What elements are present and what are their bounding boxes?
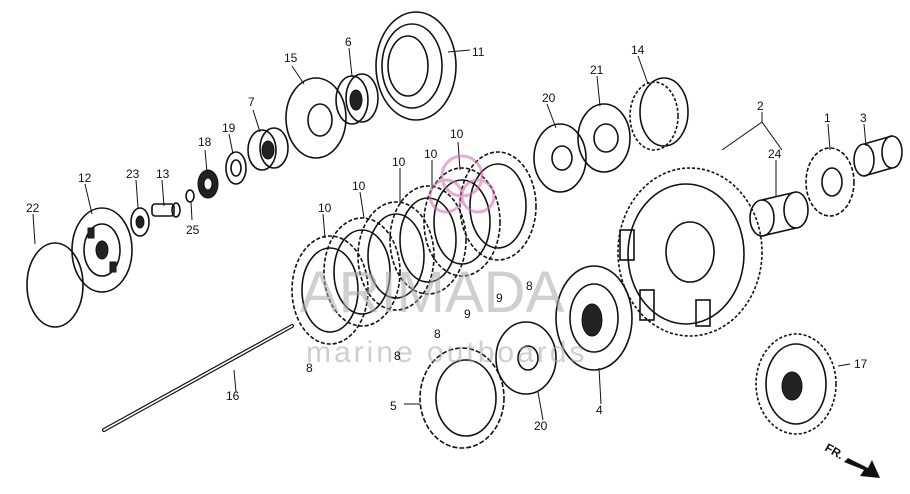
part-16-push-rod [102, 324, 294, 432]
part-20-washer-upper [533, 123, 587, 193]
callout-20-a: 20 [542, 91, 556, 105]
part-19-washer [225, 151, 247, 185]
callout-8-b: 8 [394, 349, 401, 363]
callout-22: 22 [26, 201, 40, 215]
callout-3: 3 [860, 111, 867, 125]
part-20-washer-lower [495, 321, 557, 395]
callout-16: 16 [226, 389, 240, 403]
part-15-thrust-washer [285, 77, 347, 159]
part-18-lock-nut [197, 169, 219, 199]
watermark-brand: ARIMADA [300, 260, 565, 325]
callout-8-c: 8 [434, 327, 441, 341]
part-21-washer [577, 103, 631, 173]
callout-24: 24 [768, 147, 782, 161]
part-7-bush [247, 127, 289, 171]
callout-10-e: 10 [450, 127, 464, 141]
callout-1: 1 [824, 111, 831, 125]
callout-15: 15 [284, 51, 298, 65]
part-5-clutch-center [419, 347, 505, 449]
callout-10-c: 10 [392, 155, 406, 169]
part-24-needle-bearing [749, 191, 809, 237]
callout-7: 7 [248, 95, 255, 109]
callout-21: 21 [590, 63, 604, 77]
callout-14: 14 [631, 43, 645, 57]
callout-9-b: 9 [496, 291, 503, 305]
callout-10-b: 10 [352, 179, 366, 193]
callout-18: 18 [198, 135, 212, 149]
callout-23: 23 [126, 167, 140, 181]
part-17-gear [755, 333, 837, 435]
watermark-tagline: marine outboards [306, 336, 587, 369]
callout-10-a: 10 [318, 201, 332, 215]
front-label: FR. [823, 440, 847, 462]
callout-11: 11 [472, 45, 485, 59]
part-11-housing [375, 11, 457, 121]
callout-8-a: 8 [306, 361, 313, 375]
clutch-plate-stack [291, 151, 537, 345]
watermark: ARIMADA marine outboards [300, 154, 587, 369]
callout-10-d: 10 [424, 147, 438, 161]
part-2-clutch-outer [617, 167, 763, 337]
callout-4: 4 [596, 403, 603, 417]
callout-12: 12 [78, 171, 92, 185]
callout-17: 17 [854, 357, 868, 371]
callout-5: 5 [390, 399, 397, 413]
callout-numbers: 22 12 23 13 25 18 19 7 15 6 11 10 10 10 … [26, 35, 868, 433]
leader-lines [32, 47, 867, 421]
part-4-clutch-center [555, 265, 633, 371]
part-14-needle-bearing [629, 77, 689, 151]
callout-13: 13 [156, 167, 170, 181]
callout-2: 2 [757, 99, 764, 113]
callout-6: 6 [345, 35, 352, 49]
part-3-collar [853, 135, 903, 177]
callout-20-b: 20 [534, 419, 548, 433]
front-direction-arrow: FR. [823, 440, 880, 478]
part-12-pressure-plate [71, 207, 133, 293]
part-25-ring [185, 189, 195, 203]
part-13-lifter-piece [151, 202, 181, 218]
part-23-bearing [130, 207, 150, 237]
part-22-circlip [26, 242, 84, 328]
callout-8-d: 8 [526, 279, 533, 293]
callout-25: 25 [186, 223, 200, 237]
callout-19: 19 [222, 121, 236, 135]
part-1-sprocket [805, 147, 855, 217]
callout-9-a: 9 [464, 307, 471, 321]
